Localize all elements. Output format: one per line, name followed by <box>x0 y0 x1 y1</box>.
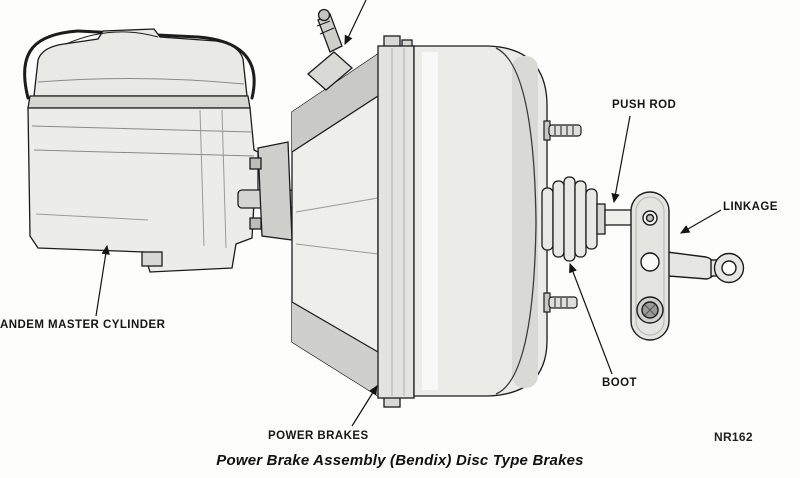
cone-mid-line-2 <box>295 243 379 255</box>
boot-collar <box>596 203 606 235</box>
cone-top-shade <box>292 54 378 152</box>
flange-bolt-top <box>249 157 262 170</box>
label-linkage: LINKAGE <box>723 201 778 213</box>
nipple-barb-2 <box>316 20 331 27</box>
label-push-rod: PUSH ROD <box>612 99 677 111</box>
linkage-drawing <box>630 191 745 341</box>
mounting-flange-drawing <box>237 141 295 241</box>
stud-top <box>548 124 582 137</box>
booster-cone-drawing <box>291 52 379 398</box>
linkage-hole-middle <box>640 252 660 272</box>
drum-highlight <box>422 52 438 390</box>
cover-dome-line <box>65 31 159 45</box>
body-line-4 <box>199 109 205 247</box>
linkage-bolt-hatch <box>644 304 656 316</box>
leader-power-brakes <box>351 384 378 427</box>
body-line-2 <box>33 149 255 157</box>
figure-caption: Power Brake Assembly (Bendix) Disc Type … <box>216 452 584 469</box>
booster-drum-drawing <box>377 35 548 408</box>
label-boot: BOOT <box>602 377 638 389</box>
cover-gasket <box>27 95 251 109</box>
cone-top-facet-line <box>291 95 379 153</box>
figure-code: NR162 <box>714 430 753 444</box>
nipple-barb-1 <box>319 27 335 35</box>
leader-lines <box>95 0 722 427</box>
drum-shade <box>512 56 538 388</box>
flange-plate <box>257 141 293 241</box>
label-master-cylinder: ANDEM MASTER CYLINDER <box>0 319 166 331</box>
flange-bolt-bottom <box>249 217 262 230</box>
boot-rib-2 <box>552 180 565 258</box>
check-valve-base <box>307 51 353 91</box>
body-line-1 <box>31 125 253 133</box>
label-power-brakes: POWER BRAKES <box>268 430 369 442</box>
leader-linkage <box>679 209 722 234</box>
leader-boot <box>569 262 613 375</box>
linkage-pin <box>645 213 655 223</box>
link-arm <box>666 251 716 280</box>
boot-rib-4 <box>574 180 587 258</box>
cone-mid-line-1 <box>295 197 379 213</box>
nipple-tip <box>317 8 331 22</box>
leader-push-rod <box>611 115 631 204</box>
master-cylinder-drawing <box>23 28 259 273</box>
leader-master-cylinder <box>95 244 110 317</box>
cone-bottom-facet-line <box>291 301 379 353</box>
outlet-fitting <box>141 251 163 267</box>
body-line-3 <box>35 213 149 221</box>
clamp-band <box>377 45 415 399</box>
cone-bottom-shade <box>292 302 378 396</box>
boot-rib-1 <box>541 187 554 251</box>
body-line-5 <box>221 109 227 249</box>
push-rod-drawing <box>541 176 638 262</box>
cover-seam-line <box>37 77 245 85</box>
stud-top-threads <box>554 126 574 135</box>
linkage-plate-inner-line <box>635 196 665 336</box>
stud-bottom <box>548 296 578 309</box>
mounting-studs-drawing <box>543 120 582 313</box>
bail-wire-left <box>23 29 80 100</box>
eyelet-inner <box>721 260 737 276</box>
boot-rib-5 <box>585 188 598 250</box>
leader-top-offscreen <box>344 0 367 46</box>
boot-rib-3 <box>563 176 576 262</box>
check-valve-drawing <box>307 8 353 91</box>
stud-bottom-threads <box>554 298 568 307</box>
bail-wire-right <box>196 35 256 100</box>
drum-dome-line <box>495 47 537 395</box>
cylinder-body <box>27 107 259 273</box>
